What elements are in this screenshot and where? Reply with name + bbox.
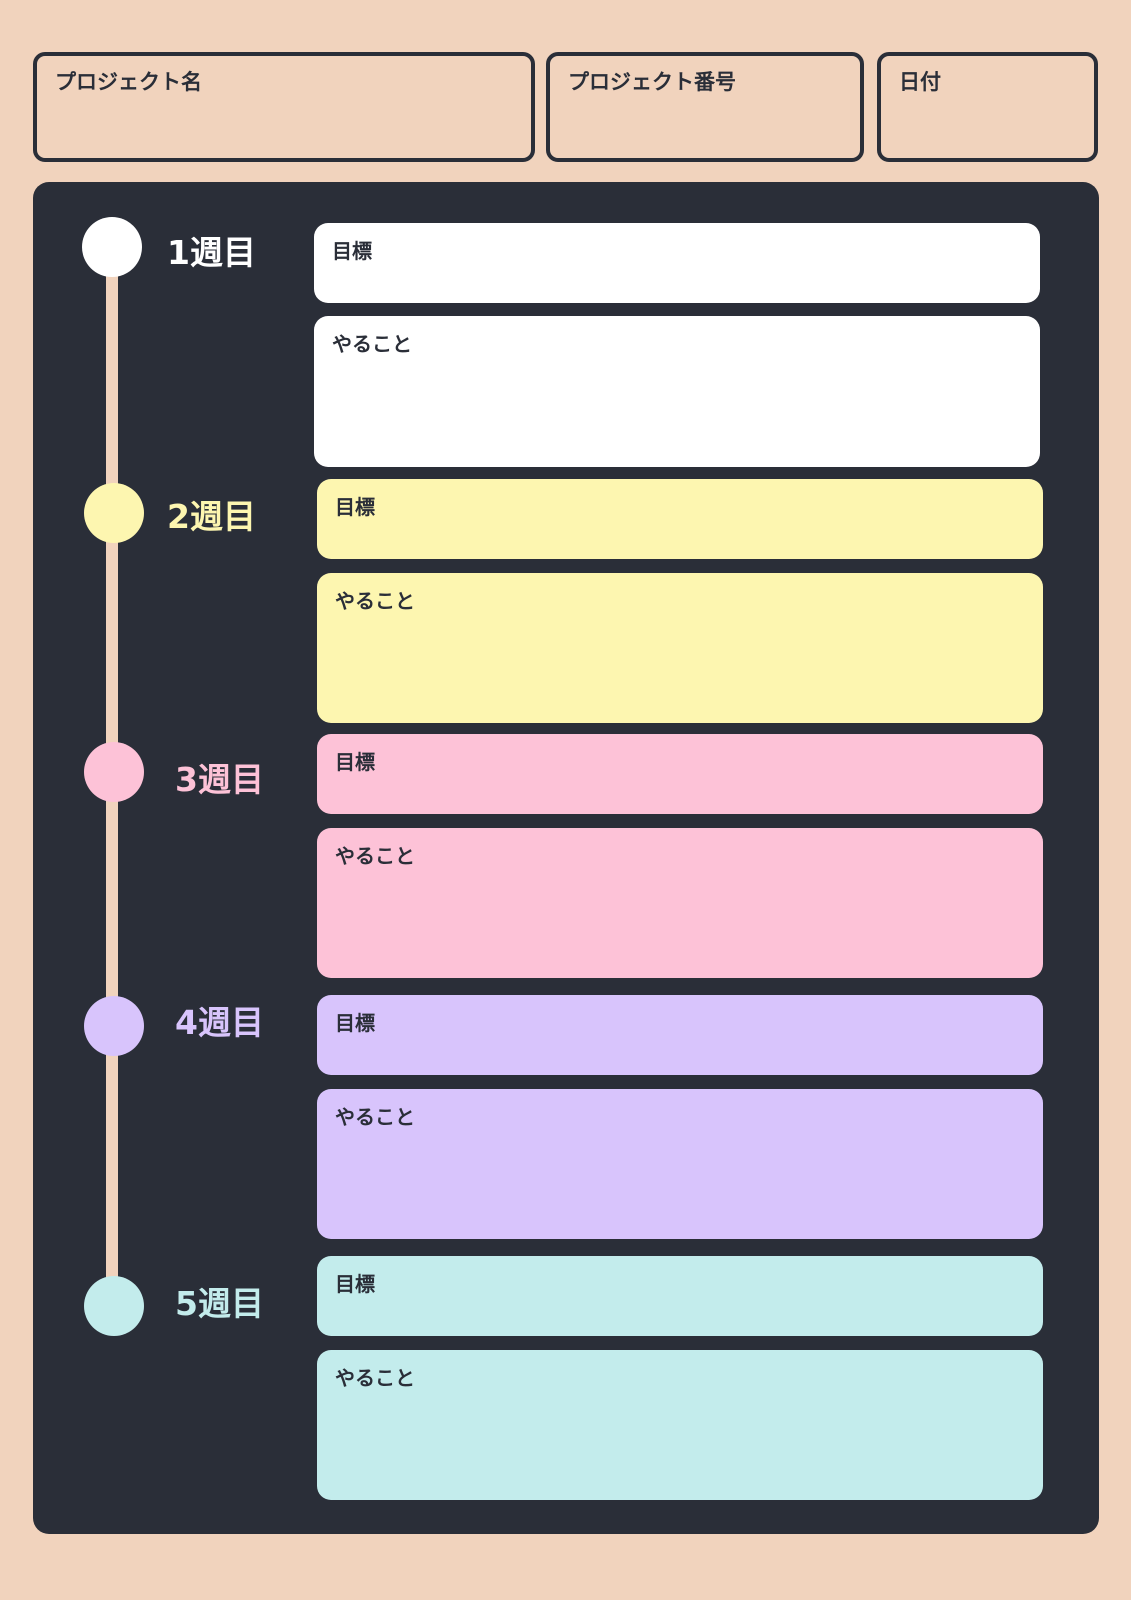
week-1-todo-box[interactable]: やること [314,316,1040,467]
week-2-goal-box[interactable]: 目標 [317,479,1043,559]
week-4-goal-box[interactable]: 目標 [317,995,1043,1075]
week-5-goal-box[interactable]: 目標 [317,1256,1043,1336]
week-2-goal-label: 目標 [335,495,375,519]
project-name-label: プロジェクト名 [55,70,202,94]
week-1-todo-label: やること [332,332,412,356]
week-5-todo-box[interactable]: やること [317,1350,1043,1500]
week-2-todo-box[interactable]: やること [317,573,1043,723]
week-1-marker [82,217,142,277]
week-4-todo-box[interactable]: やること [317,1089,1043,1239]
week-5-label: 5週目 [175,1284,264,1323]
week-4-goal-label: 目標 [335,1011,375,1035]
week-4-todo-label: やること [335,1105,415,1129]
week-4-marker [84,996,144,1056]
project-number-label: プロジェクト番号 [568,70,736,94]
week-2-todo-label: やること [335,589,415,613]
project-name-field[interactable]: プロジェクト名 [33,52,535,162]
week-5-todo-label: やること [335,1366,415,1390]
project-number-field[interactable]: プロジェクト番号 [546,52,864,162]
week-3-todo-label: やること [335,844,415,868]
week-1-goal-box[interactable]: 目標 [314,223,1040,303]
date-label: 日付 [899,70,941,94]
week-3-goal-box[interactable]: 目標 [317,734,1043,814]
week-1-label: 1週目 [167,233,256,272]
week-3-marker [84,742,144,802]
week-5-goal-label: 目標 [335,1272,375,1296]
week-5-marker [84,1276,144,1336]
date-field[interactable]: 日付 [877,52,1098,162]
week-2-marker [84,483,144,543]
week-1-goal-label: 目標 [332,239,372,263]
week-3-goal-label: 目標 [335,750,375,774]
week-3-todo-box[interactable]: やること [317,828,1043,978]
week-3-label: 3週目 [175,760,264,799]
week-2-label: 2週目 [167,497,256,536]
week-4-label: 4週目 [175,1003,264,1042]
